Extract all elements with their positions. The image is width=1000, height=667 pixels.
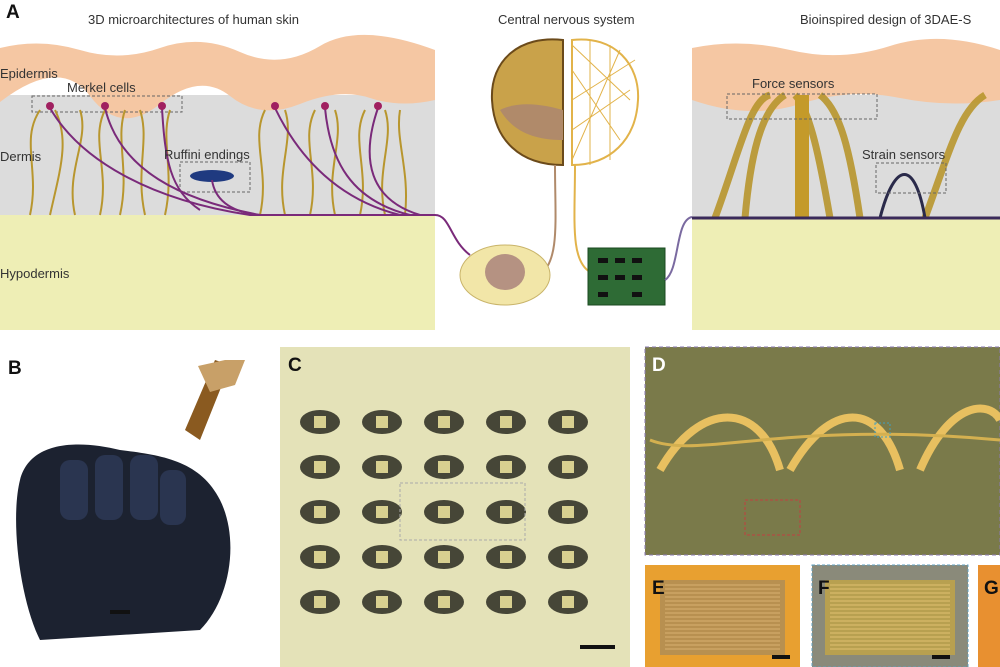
sensor-pad <box>376 596 388 608</box>
ruffini-endings-label: Ruffini endings <box>164 147 250 162</box>
sensor-pad <box>438 596 450 608</box>
sensor-pad <box>500 416 512 428</box>
panel-label-d: D <box>652 355 666 376</box>
sensor-micrograph-g <box>978 565 1000 667</box>
dermis-label: Dermis <box>0 149 42 164</box>
sensor-pad <box>562 596 574 608</box>
force-sensors-label: Force sensors <box>752 76 835 91</box>
skin-diagram <box>0 34 471 330</box>
sensor-pad <box>562 506 574 518</box>
panel-label-g: G <box>984 578 999 599</box>
nerve-fibers <box>49 107 471 256</box>
sensor-micrograph-e <box>645 565 800 667</box>
sensor-pad <box>500 596 512 608</box>
circuit-board-illustration <box>587 216 693 306</box>
robotic-hand-photo <box>16 360 245 640</box>
sensor-pad <box>314 551 326 563</box>
skin-title: 3D microarchitectures of human skin <box>88 12 299 27</box>
sensor-pad <box>438 416 450 428</box>
cns-title: Central nervous system <box>498 12 635 27</box>
sensor-pad <box>314 416 326 428</box>
bioinspired-skin-diagram <box>692 38 1000 330</box>
sensor-pad <box>376 416 388 428</box>
hypodermis-label: Hypodermis <box>0 266 70 281</box>
sensor-pad <box>438 551 450 563</box>
merkel-cells-label: Merkel cells <box>67 80 136 95</box>
panel-label-c: C <box>288 355 302 376</box>
spinal-cord-illustration <box>459 244 551 306</box>
sensor-pad <box>500 461 512 473</box>
strain-sensors-label: Strain sensors <box>862 147 946 162</box>
sensor-array-photo <box>280 347 630 667</box>
panel-label-e: E <box>652 578 665 599</box>
sensor-pad <box>314 596 326 608</box>
sensor-pad <box>562 416 574 428</box>
sensor-closeup-photo <box>644 346 1000 556</box>
sensor-pad <box>500 506 512 518</box>
panel-label-f: F <box>818 578 830 599</box>
sensor-pad <box>438 461 450 473</box>
sensor-pad <box>314 461 326 473</box>
epidermis-layer <box>0 34 435 119</box>
epidermis-label: Epidermis <box>0 66 58 81</box>
sensor-pad <box>562 461 574 473</box>
sensor-pad <box>376 551 388 563</box>
scale-bar <box>110 610 130 614</box>
ruffini-ending-icon <box>190 170 234 182</box>
collagen-fibers <box>29 109 407 216</box>
sensor-pad <box>376 461 388 473</box>
panel-label-a: A <box>6 2 20 23</box>
sensor-pad <box>500 551 512 563</box>
sensor-pad <box>376 506 388 518</box>
bioinspired-title: Bioinspired design of 3DAE-S <box>800 12 972 27</box>
brain-illustration <box>490 38 640 276</box>
sensor-micrograph-f <box>811 564 969 667</box>
hypodermis-layer <box>0 215 435 330</box>
panel-label-b: B <box>8 358 22 379</box>
sensor-pad <box>562 551 574 563</box>
scale-bar <box>580 645 615 649</box>
sensor-pad <box>314 506 326 518</box>
sensor-pad <box>438 506 450 518</box>
